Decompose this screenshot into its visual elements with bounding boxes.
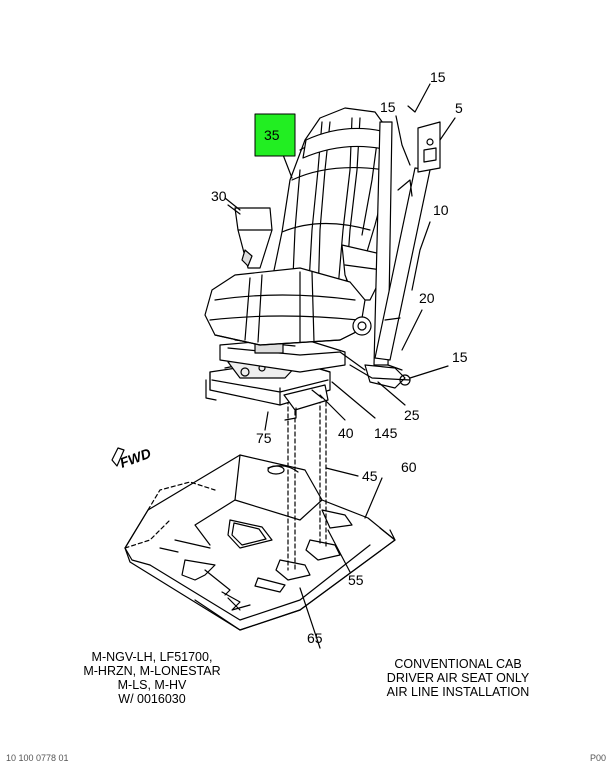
callout-labels: 15 15 5 35 30 10 20 15 25 75 40 145 45 6… — [211, 69, 468, 646]
highlighted-callout-box[interactable] — [254, 113, 296, 157]
callout-35[interactable]: 35 — [264, 127, 280, 143]
page-code: P00 — [589, 753, 606, 761]
seat-belt-assembly — [339, 83, 456, 406]
callout-5[interactable]: 5 — [455, 100, 463, 116]
fwd-arrow: FWD — [111, 445, 153, 471]
callout-10[interactable]: 10 — [433, 202, 449, 218]
callout-40[interactable]: 40 — [338, 425, 354, 441]
caption-line: AIR LINE INSTALLATION — [386, 685, 530, 699]
caption-line: M-NGV-LH, LF51700, — [91, 650, 213, 664]
callout-55[interactable]: 55 — [348, 572, 364, 588]
seat-cushion — [204, 267, 372, 346]
callout-145[interactable]: 145 — [374, 425, 398, 441]
floor-pan — [124, 454, 396, 649]
callout-25[interactable]: 25 — [404, 407, 420, 423]
model-applicability-caption: M-NGV-LH, LF51700, M-HRZN, M-LONESTAR M-… — [62, 650, 242, 706]
fwd-label: FWD — [118, 445, 153, 471]
armrests — [224, 197, 386, 301]
leader-30 — [227, 204, 241, 215]
callout-45[interactable]: 45 — [362, 468, 378, 484]
callout-15[interactable]: 15 — [452, 349, 468, 365]
caption-line: W/ 0016030 — [118, 692, 186, 706]
callout-30[interactable]: 30 — [211, 188, 227, 204]
seat-riser — [205, 337, 376, 431]
drawing-number: 10 100 0778 01 — [6, 753, 69, 761]
callout-15[interactable]: 15 — [380, 99, 396, 115]
caption-line: CONVENTIONAL CAB — [394, 657, 522, 671]
callout-75[interactable]: 75 — [256, 430, 272, 446]
caption-line: DRIVER AIR SEAT ONLY — [386, 671, 530, 685]
caption-line: M-HRZN, M-LONESTAR — [83, 664, 221, 678]
caption-line: M-LS, M-HV — [117, 678, 187, 692]
leader-45 — [325, 467, 359, 477]
drawing-title-caption: CONVENTIONAL CAB DRIVER AIR SEAT ONLY AI… — [368, 657, 548, 699]
callout-60[interactable]: 60 — [401, 459, 417, 475]
callout-20[interactable]: 20 — [419, 290, 435, 306]
callout-15[interactable]: 15 — [430, 69, 446, 85]
callout-65[interactable]: 65 — [307, 630, 323, 646]
